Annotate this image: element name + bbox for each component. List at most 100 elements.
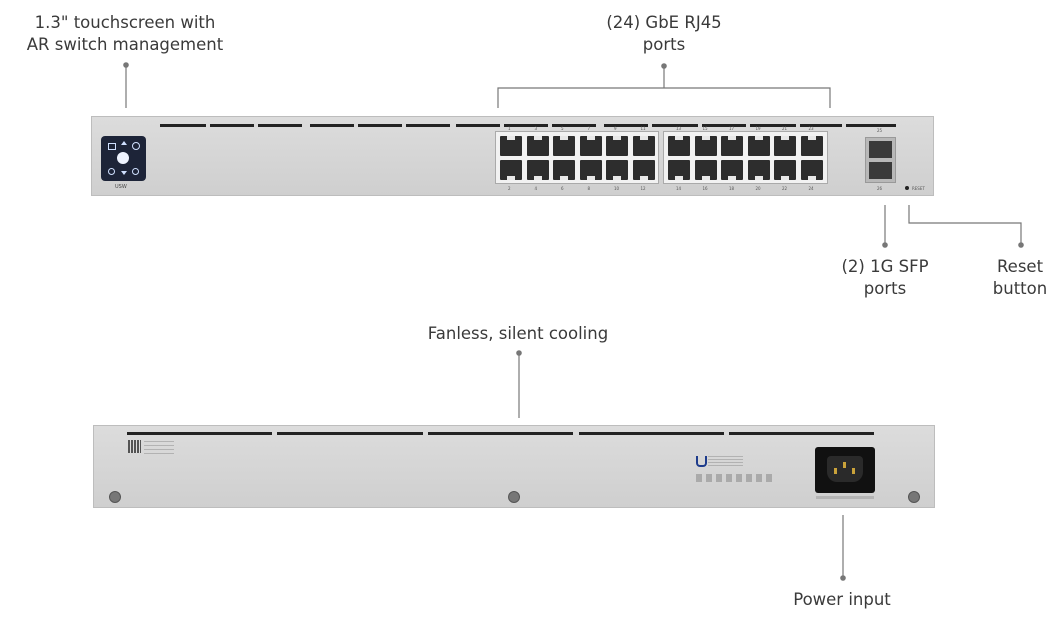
rj45-port[interactable]	[553, 136, 575, 156]
rj45-port[interactable]	[500, 160, 522, 180]
front-vent	[358, 124, 402, 127]
port-number: 21	[782, 126, 788, 131]
rj45-label-line1: (24) GbE RJ45	[606, 13, 722, 32]
rj45-port[interactable]	[747, 136, 770, 156]
sfp-port[interactable]	[869, 141, 892, 158]
circle-icon	[132, 168, 139, 175]
reset-leader	[908, 205, 1022, 245]
power-inlet-socket	[827, 456, 863, 482]
rj45-port-latch	[613, 136, 621, 140]
gear-icon	[132, 142, 140, 150]
front-vent	[456, 124, 500, 127]
port-number: 9	[614, 126, 617, 131]
port-number: 18	[729, 186, 735, 191]
arrow-up-icon	[121, 141, 127, 145]
rj45-port[interactable]	[526, 136, 549, 156]
rj45-port-latch	[507, 136, 515, 140]
qr-code-icon	[128, 440, 141, 453]
rj45-port[interactable]	[579, 136, 602, 156]
sfp-label: (2) 1G SFP ports	[820, 256, 950, 300]
reset-leader-dot	[1018, 242, 1024, 248]
rj45-port[interactable]	[800, 160, 823, 180]
rj45-port-latch	[754, 176, 763, 180]
touchscreen-label: 1.3" touchscreen with AR switch manageme…	[20, 12, 230, 56]
rj45-port[interactable]	[800, 136, 823, 156]
model-label: USW	[115, 184, 127, 190]
rj45-port[interactable]	[694, 160, 717, 180]
rj45-port-latch	[807, 176, 816, 180]
rj45-port[interactable]	[668, 160, 690, 180]
rj45-port-latch	[701, 136, 710, 140]
rj45-port[interactable]	[579, 160, 602, 180]
front-vent	[210, 124, 254, 127]
back-vent	[729, 432, 874, 435]
port-number: 12	[640, 186, 646, 191]
front-vent	[310, 124, 354, 127]
power-leader-dot	[840, 575, 846, 581]
front-vent	[406, 124, 450, 127]
front-vent	[652, 124, 698, 127]
screen-icon	[108, 143, 116, 150]
rj45-leader-dot	[661, 63, 667, 69]
reset-button[interactable]	[905, 186, 909, 190]
rj45-port[interactable]	[632, 160, 655, 180]
port-number: 23	[808, 126, 814, 131]
power-pin	[843, 462, 846, 468]
rj45-port[interactable]	[774, 160, 796, 180]
rj45-port-latch	[533, 136, 542, 140]
ubiquiti-logo-icon	[696, 456, 707, 467]
rj45-port-latch	[807, 136, 816, 140]
rj45-bracket	[497, 87, 831, 108]
rj45-port[interactable]	[632, 136, 655, 156]
front-vent	[604, 124, 648, 127]
rj45-port-latch	[675, 136, 683, 140]
port-number: 11	[640, 126, 646, 131]
rj45-port[interactable]	[721, 160, 743, 180]
screw-icon	[508, 491, 520, 503]
port-number: 17	[729, 126, 735, 131]
sfp-port[interactable]	[869, 162, 892, 179]
rj45-port[interactable]	[500, 136, 522, 156]
rj45-port-latch	[781, 136, 789, 140]
rj45-port[interactable]	[526, 160, 549, 180]
rj45-port-group-left	[495, 131, 659, 184]
front-vent	[504, 124, 548, 127]
port-number: 16	[702, 186, 708, 191]
power-pin	[834, 468, 837, 474]
port-number: 2	[508, 186, 511, 191]
rj45-port[interactable]	[694, 136, 717, 156]
port-number: 6	[561, 186, 564, 191]
touchscreen[interactable]	[101, 136, 146, 181]
front-vent	[160, 124, 206, 127]
rj45-port-latch	[586, 136, 595, 140]
touchscreen-label-line2: AR switch management	[26, 35, 224, 54]
certification-marks-icon	[696, 474, 776, 482]
port-number: 15	[702, 126, 708, 131]
sfp-number-26: 26	[877, 186, 883, 191]
rj45-port[interactable]	[606, 160, 628, 180]
rj45-port[interactable]	[774, 136, 796, 156]
rj45-port[interactable]	[721, 136, 743, 156]
sfp-number-25: 25	[877, 128, 883, 133]
port-number: 5	[561, 126, 564, 131]
rj45-port-latch	[728, 176, 736, 180]
port-number: 13	[676, 126, 682, 131]
rj45-port-latch	[507, 176, 515, 180]
rj45-port-latch	[560, 176, 568, 180]
sfp-port-cage	[865, 137, 896, 183]
sfp-label-line1: (2) 1G SFP	[841, 257, 929, 276]
port-number: 7	[587, 126, 591, 131]
rj45-port-latch	[560, 136, 568, 140]
power-inlet[interactable]	[815, 447, 875, 493]
rj45-port[interactable]	[668, 136, 690, 156]
power-label: Power input	[793, 590, 891, 609]
rj45-port[interactable]	[606, 136, 628, 156]
rj45-port[interactable]	[553, 160, 575, 180]
reset-label-line2: button	[992, 279, 1048, 298]
front-vent	[258, 124, 302, 127]
circle-icon	[108, 168, 115, 175]
rj45-port-latch	[533, 176, 542, 180]
port-number: 24	[808, 186, 814, 191]
rj45-port[interactable]	[747, 160, 770, 180]
